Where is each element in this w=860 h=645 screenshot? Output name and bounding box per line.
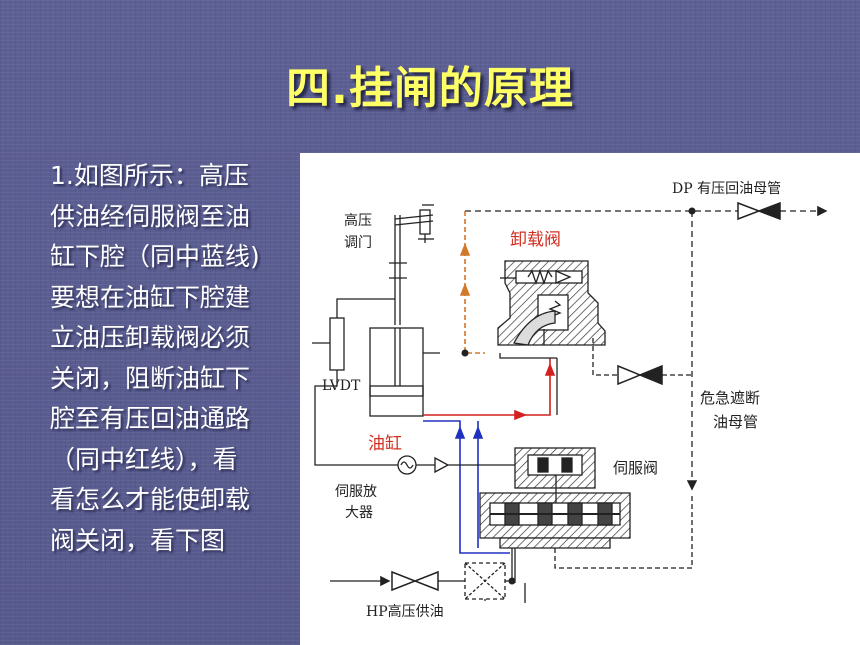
body-line: 缸下腔（同中蓝线)	[50, 242, 260, 271]
emergency-trip-line	[592, 338, 692, 376]
hp-supply-label: HP高压供油	[366, 603, 444, 620]
servo-amp-label-1: 伺服放	[335, 484, 377, 500]
hp-valve-label-2: 调门	[344, 235, 372, 251]
hp-supply-line	[330, 562, 515, 601]
servo-valve-label: 伺服阀	[613, 459, 658, 477]
unload-valve	[497, 260, 606, 346]
slide-title: 四.挂闸的原理	[286, 63, 574, 114]
body-line: 看怎么才能使卸载	[50, 485, 251, 514]
blue-supply-path	[423, 420, 510, 554]
emergency-label-1: 危急遮断	[700, 389, 760, 407]
orange-return-path	[459, 211, 485, 354]
dp-check-valve-icon	[737, 201, 781, 221]
dp-return-label: DP 有压回油母管	[672, 181, 781, 197]
body-text: 1.如图所示：高压 供油经伺服阀至油 缸下腔（同中蓝线) 要想在油缸下腔建 立油…	[50, 156, 300, 561]
diagram-panel: DP 有压回油母管 高压 调门 LVDT 油缸	[300, 153, 860, 645]
lvdt-sensor	[312, 298, 395, 466]
body-line: （同中红线），看	[50, 444, 238, 474]
emergency-label-2: 油母管	[713, 413, 758, 431]
body-line: 立油压卸载阀必须	[50, 323, 251, 352]
hp-valve-linkage	[389, 204, 434, 325]
red-return-path	[423, 358, 556, 421]
servo-amp-label-2: 大器	[345, 505, 373, 521]
servo-return-line	[554, 493, 693, 569]
hp-valve-label-1: 高压	[344, 212, 372, 229]
body-line: 要想在油缸下腔建	[50, 282, 251, 312]
body-line: 关闭，阻断油缸下	[50, 363, 251, 393]
body-line: 供油经伺服阀至油	[50, 201, 251, 231]
cylinder-label: 油缸	[368, 433, 402, 454]
unload-valve-label: 卸载阀	[510, 230, 561, 250]
hydraulic-diagram: DP 有压回油母管 高压 调门 LVDT 油缸	[312, 181, 828, 620]
body-line: 腔至有压回油通路	[50, 404, 251, 433]
body-line: 阀关闭，看下图	[50, 525, 226, 555]
pressure-lines	[499, 353, 558, 603]
oil-cylinder	[369, 327, 440, 417]
servo-amplifier	[395, 455, 515, 475]
dp-return-line	[465, 205, 828, 491]
lvdt-label: LVDT	[322, 378, 361, 394]
emergency-check-valve-icon	[617, 364, 663, 386]
servo-valve	[479, 447, 631, 549]
hp-supply-valve-icon	[391, 570, 439, 592]
body-line: 1.如图所示：高压	[50, 161, 249, 190]
